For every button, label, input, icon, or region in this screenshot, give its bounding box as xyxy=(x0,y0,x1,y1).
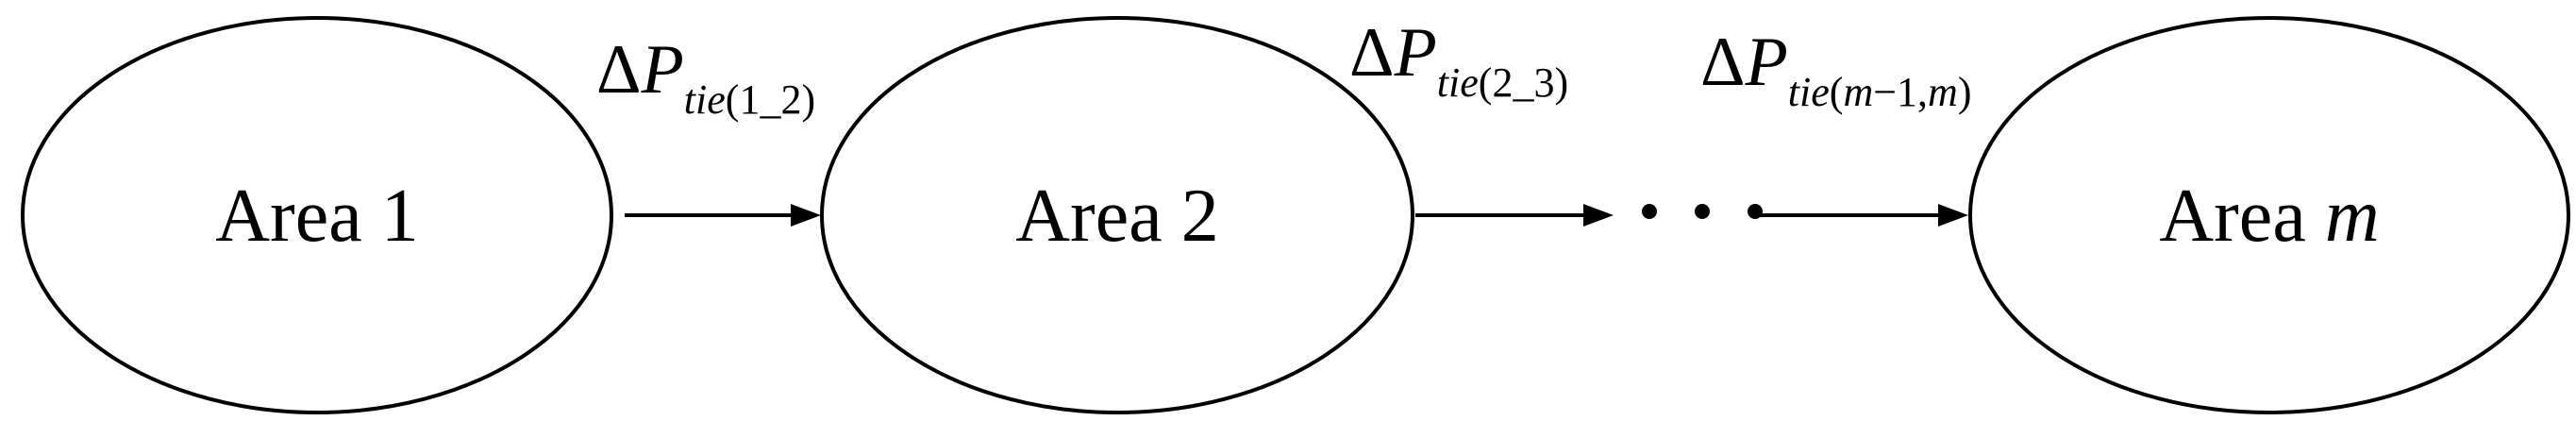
area-1-node: Area 1 xyxy=(21,16,613,414)
area-2-node: Area 2 xyxy=(820,16,1414,414)
tie-arrow-m-1-m xyxy=(1757,204,1968,227)
tie-label-m-1-m: ΔPtie(m−1,m) xyxy=(1700,24,1971,115)
tie-label-2-3: ΔPtie(2_3) xyxy=(1349,14,1568,106)
ellipsis-dots xyxy=(1642,204,1763,219)
area-1-label: Area 1 xyxy=(215,175,418,258)
arrowhead-icon xyxy=(1938,204,1968,227)
area-m-node: Area m xyxy=(1968,16,2570,414)
tie-label-1-2: ΔPtie(1_2) xyxy=(596,31,815,123)
area-m-ellipse xyxy=(1968,16,2570,414)
area-2-ellipse xyxy=(820,16,1414,414)
area-1-ellipse xyxy=(21,16,613,414)
tie-arrow-1-2 xyxy=(625,204,821,227)
area-2-label: Area 2 xyxy=(1015,175,1218,258)
tie-arrow-2-3 xyxy=(1415,204,1614,227)
arrowhead-icon xyxy=(791,204,821,227)
area-m-label: Area m xyxy=(2159,175,2379,258)
arrowhead-icon xyxy=(1583,204,1614,227)
